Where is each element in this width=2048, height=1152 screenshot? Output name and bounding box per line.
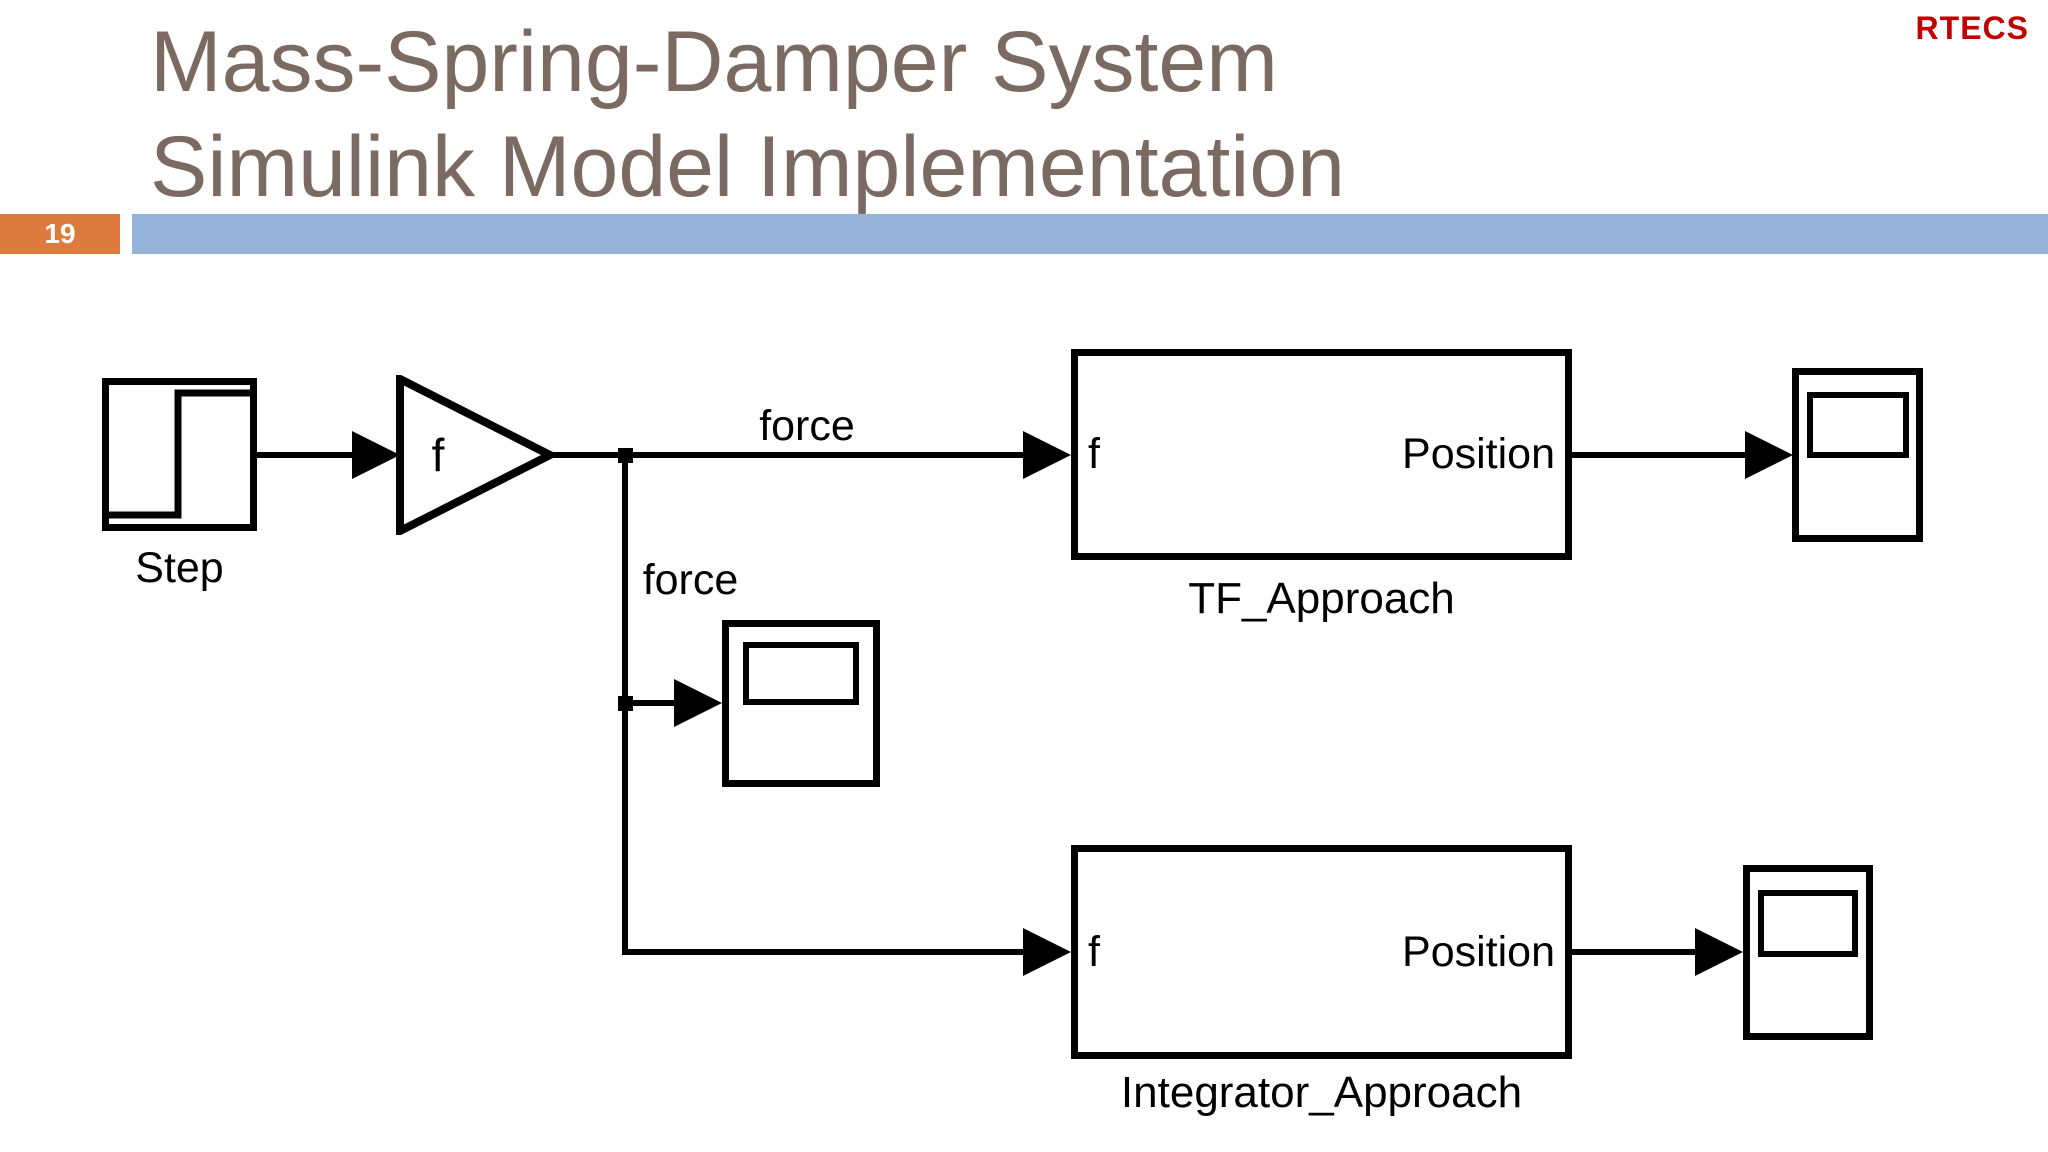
wire-gain-to-tf: [548, 452, 1023, 458]
tf-subsystem-name: TF_Approach: [1188, 574, 1455, 623]
scope-bottom-block: [1743, 865, 1873, 1040]
integrator-subsystem-block: f Position: [1071, 845, 1572, 1059]
arrowhead-scope-top-input: [1745, 431, 1793, 479]
arrowhead-tf-input: [1023, 431, 1071, 479]
slide-title: Mass-Spring-Damper System Simulink Model…: [150, 10, 1345, 220]
scope-top-screen-icon: [1806, 392, 1909, 458]
force-label-top: force: [759, 402, 855, 450]
arrowhead-scope-middle-input: [674, 679, 722, 727]
wire-integrator-to-scope: [1570, 949, 1698, 955]
course-badge: RTECS: [1915, 10, 2029, 46]
wire-step-to-gain: [254, 452, 356, 458]
force-label-branch: force: [642, 556, 739, 604]
integrator-input-port-label: f: [1088, 927, 1100, 976]
gain-triangle-icon: [396, 375, 554, 535]
tf-input-port-label: f: [1088, 430, 1100, 478]
arrowhead-integrator-input: [1023, 928, 1071, 976]
step-signal-icon: [109, 389, 250, 519]
scope-middle-screen-icon: [743, 642, 859, 705]
scope-bottom-screen-icon: [1758, 890, 1858, 957]
arrowhead-scope-bottom-input: [1695, 928, 1743, 976]
scope-middle-block: [722, 620, 880, 787]
gain-block: [396, 375, 554, 535]
page-number: 19: [44, 218, 76, 249]
wire-branch-to-integrator: [622, 949, 1023, 955]
tf-output-port-label: Position: [1402, 430, 1555, 478]
wire-branch-to-scope: [625, 700, 675, 706]
step-block-label: Step: [135, 544, 224, 592]
integrator-subsystem-name: Integrator_Approach: [1120, 1068, 1523, 1117]
accent-bar: [132, 214, 2048, 254]
page-number-chip: 19: [0, 214, 120, 254]
integrator-output-port-label: Position: [1402, 927, 1555, 976]
arrowhead-gain-input: [352, 431, 400, 479]
step-block: [102, 378, 257, 531]
title-line-1: Mass-Spring-Damper System: [150, 14, 1278, 110]
wire-tf-to-scope: [1570, 452, 1745, 458]
gain-block-label: f: [431, 429, 445, 481]
title-line-2: Simulink Model Implementation: [150, 119, 1345, 215]
scope-top-block: [1792, 368, 1923, 542]
tf-subsystem-block: f Position: [1071, 349, 1572, 560]
